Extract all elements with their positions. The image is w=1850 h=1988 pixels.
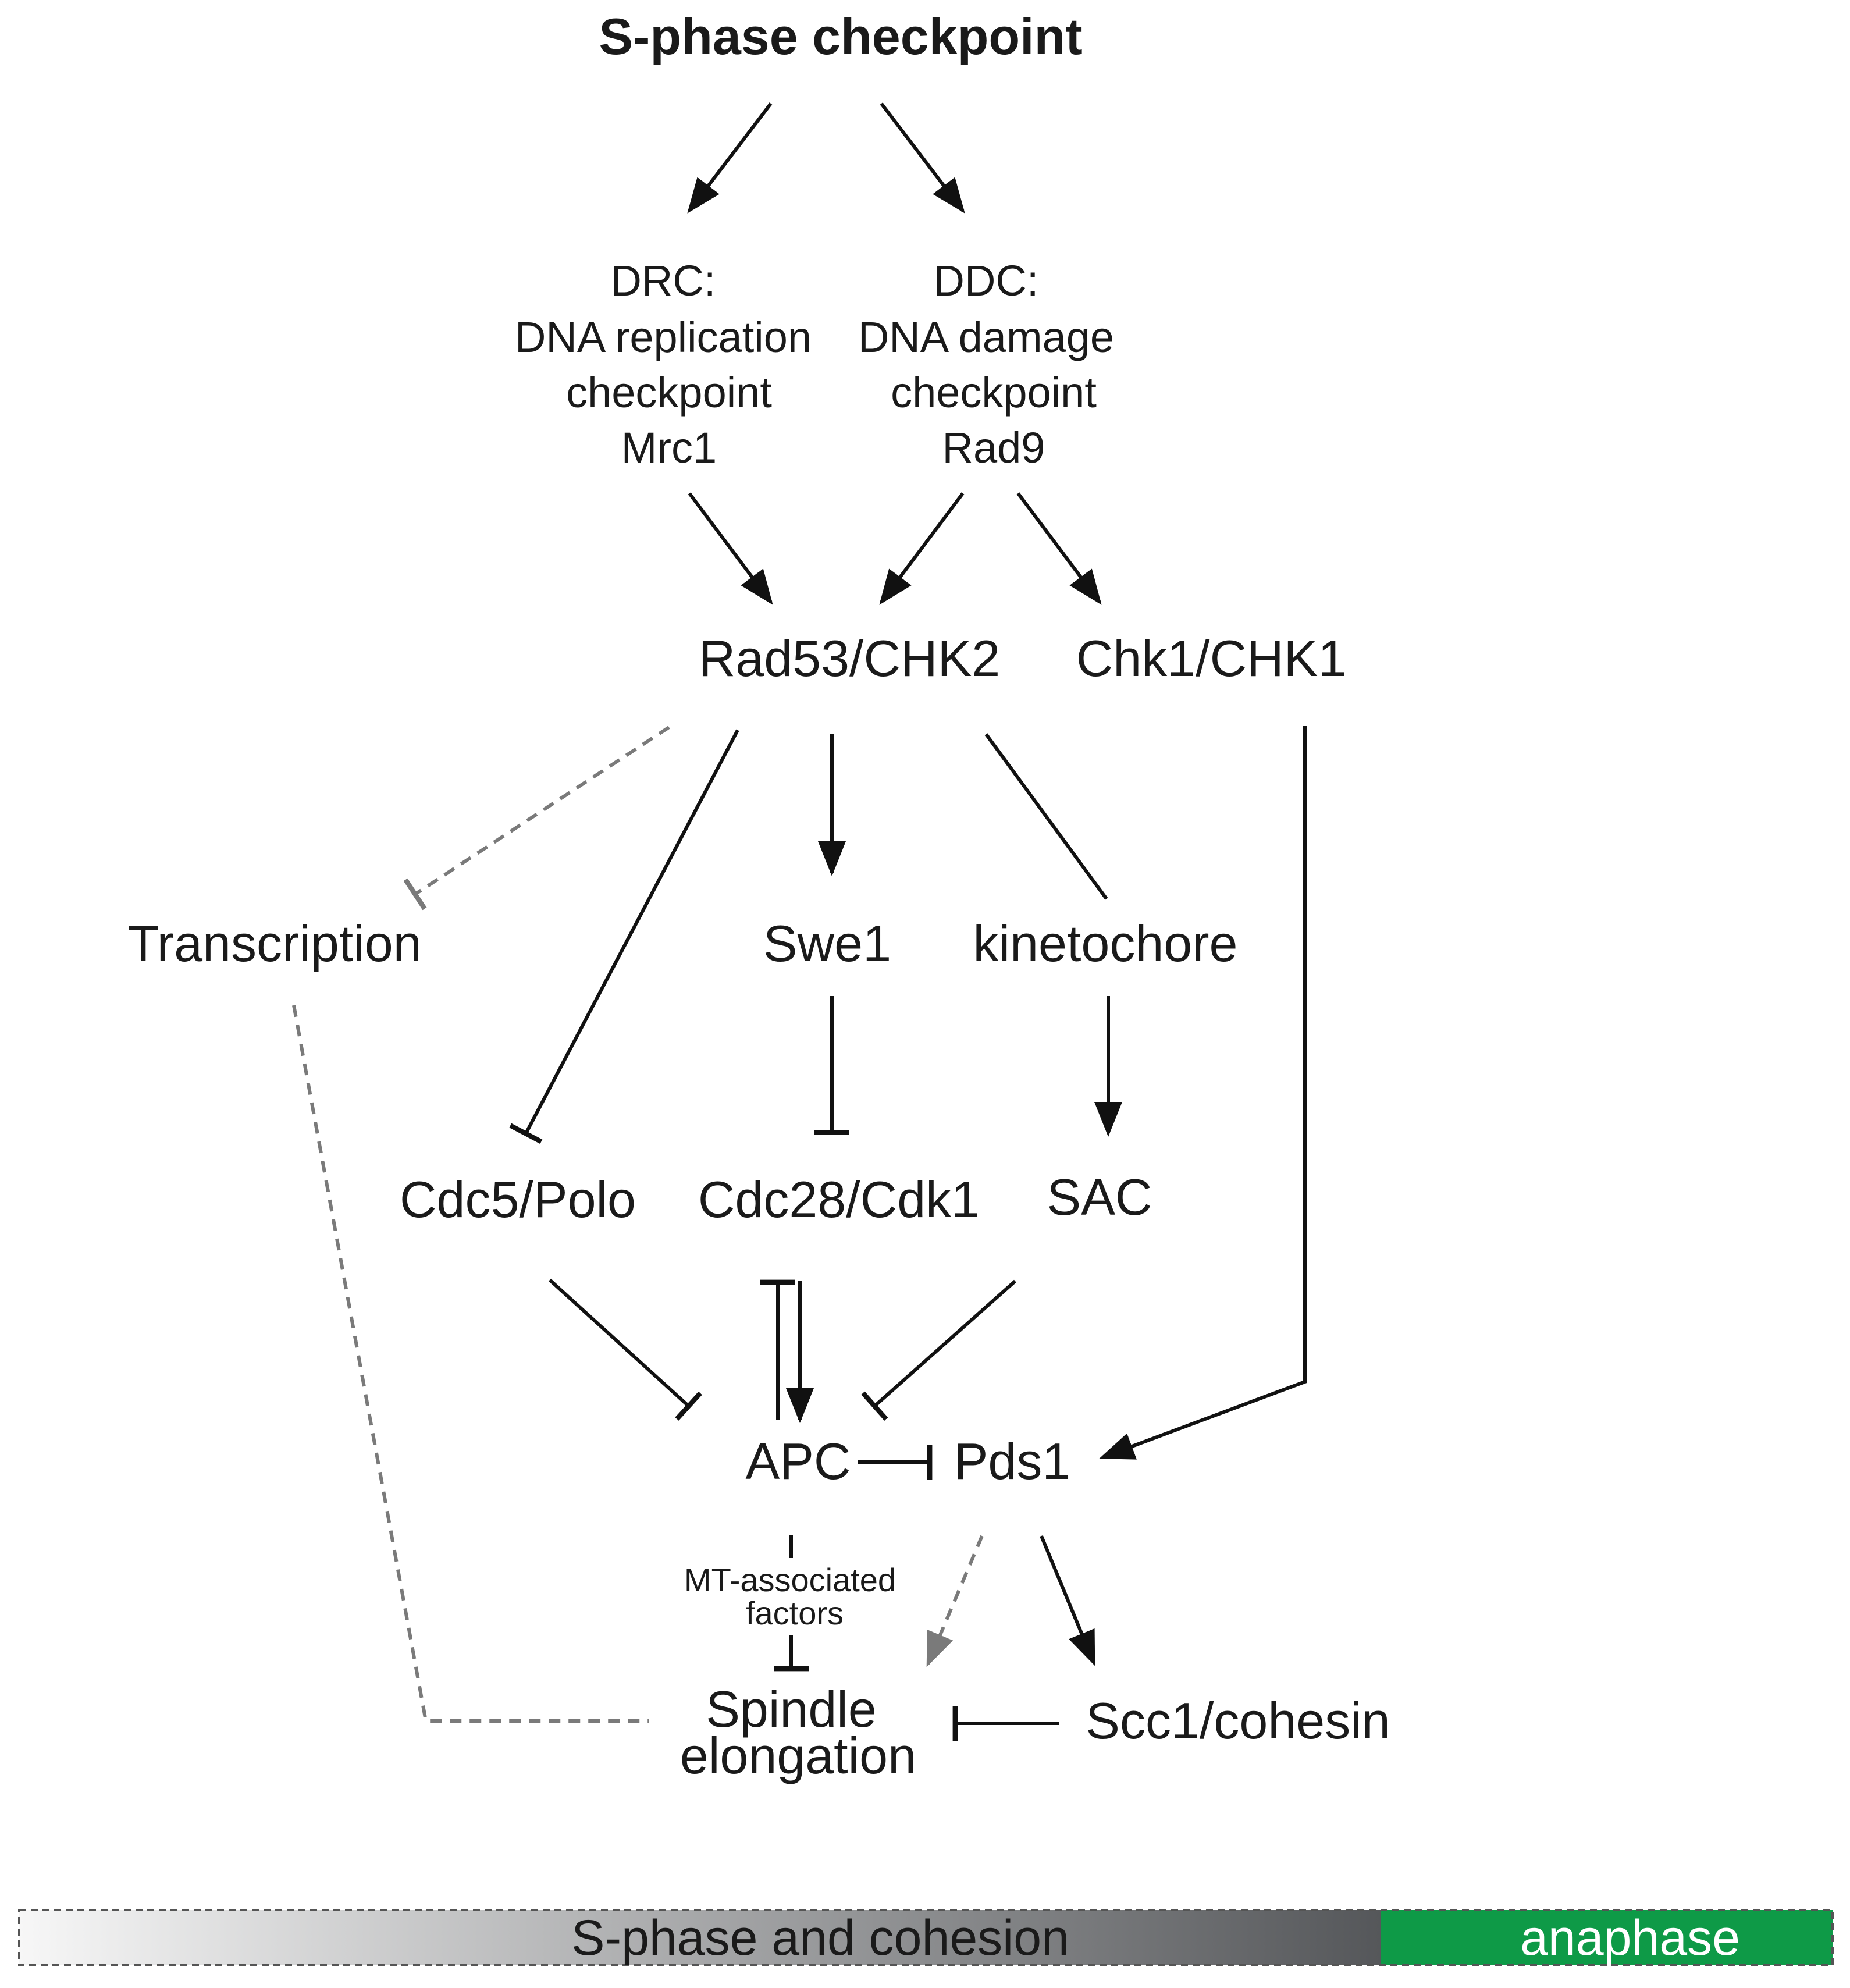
edge-chk1-to-pds1: [1099, 726, 1307, 1460]
edge-title-to-drc: [687, 102, 773, 214]
node-rad53-chk2: Rad53/CHK2: [699, 630, 1001, 687]
edge-title-to-ddc: [880, 102, 965, 214]
diagram-title: S-phase checkpoint: [599, 8, 1082, 65]
node-swe1: Swe1: [763, 915, 891, 972]
node-scc1-cohesin: Scc1/cohesin: [1086, 1692, 1390, 1749]
edge-rad53-to-kinetochore: [984, 733, 1108, 900]
phase-bar: S-phase and cohesion anaphase: [18, 1909, 1834, 1966]
ddc-line-4: Rad9: [942, 424, 1045, 472]
ddc-line-2: DNA damage: [858, 313, 1114, 361]
edge-pds1-to-spindle: [926, 1535, 984, 1667]
node-kinetochore: kinetochore: [973, 915, 1238, 972]
edge-transcription-to-spindle: [292, 1005, 649, 1723]
ddc-node: DDC: DNA damage checkpoint Rad9: [858, 257, 1114, 472]
ddc-line-3: checkpoint: [891, 368, 1097, 417]
edge-ddc-to-rad53: [879, 492, 965, 605]
drc-line-3: checkpoint: [566, 368, 772, 417]
mt-factors-line-1: MT-associated: [684, 1562, 896, 1598]
node-sac: SAC: [1047, 1168, 1152, 1226]
node-chk1: Chk1/CHK1: [1076, 630, 1347, 687]
anaphase-label: anaphase: [1520, 1910, 1740, 1966]
edge-rad53-inhibits-transcription: [403, 726, 670, 911]
edge-cdc5-inhibits-apc: [548, 1278, 702, 1421]
ddc-line-1: DDC:: [934, 257, 1039, 305]
phase-bar-outline: [18, 1909, 1834, 1966]
node-transcription: Transcription: [127, 915, 421, 972]
edge-rad53-inhibits-cdc5: [509, 729, 739, 1144]
drc-line-2: DNA replication: [515, 313, 812, 361]
edge-sac-inhibits-apc: [861, 1279, 1016, 1421]
drc-line-4: Mrc1: [621, 424, 717, 472]
edge-pds1-to-scc1: [1040, 1535, 1095, 1666]
anaphase-segment: [1381, 1910, 1833, 1965]
edge-drc-to-rad53: [688, 492, 773, 605]
mt-factors-line-2: factors: [746, 1595, 844, 1631]
drc-node: DRC: DNA replication checkpoint Mrc1: [515, 257, 812, 472]
node-spindle-line-2: elongation: [680, 1727, 916, 1784]
node-apc: APC: [746, 1432, 851, 1490]
node-cdc28-cdk1: Cdc28/Cdk1: [698, 1171, 980, 1228]
s-phase-segment: [19, 1910, 1381, 1965]
node-pds1: Pds1: [954, 1432, 1071, 1490]
s-phase-label: S-phase and cohesion: [571, 1910, 1069, 1966]
node-cdc5-polo: Cdc5/Polo: [400, 1171, 636, 1228]
node-spindle-line-1: Spindle: [706, 1680, 877, 1738]
drc-line-1: DRC:: [611, 257, 716, 305]
edge-ddc-to-chk1: [1016, 492, 1102, 605]
